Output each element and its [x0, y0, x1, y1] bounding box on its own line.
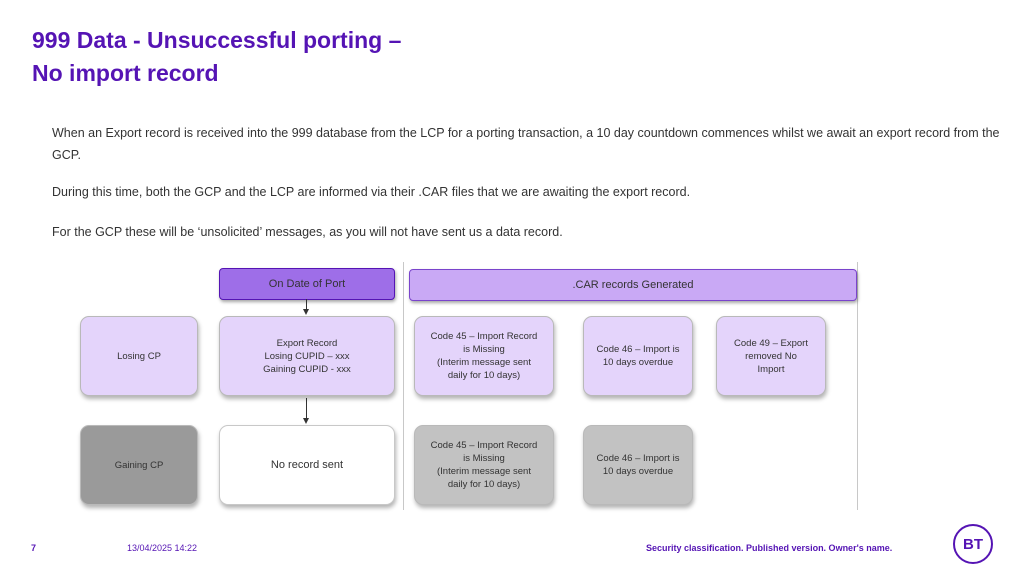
title-line-1: 999 Data - Unsuccessful porting –: [32, 27, 402, 53]
header-on-date-of-port: On Date of Port: [219, 268, 395, 300]
paragraph-unsolicited: For the GCP these will be ‘unsolicited’ …: [52, 225, 563, 239]
arrow-down-to-no-record: [303, 398, 309, 424]
header-car-records-generated: .CAR records Generated: [409, 269, 857, 301]
code-45-losing-box: Code 45 – Import Record is Missing (Inte…: [414, 316, 554, 396]
export-record-label: Export Record Losing CUPID – xxx Gaining…: [263, 337, 351, 375]
code-45-losing-label: Code 45 – Import Record is Missing (Inte…: [430, 331, 538, 381]
divider-left: [403, 262, 404, 510]
bt-logo-icon: BT: [953, 524, 993, 564]
code-46-gaining-label: Code 46 – Import is 10 days overdue: [596, 453, 680, 477]
paragraph-export-countdown: When an Export record is received into t…: [52, 126, 1000, 162]
arrow-down-to-export: [303, 299, 309, 315]
code-46-losing-box: Code 46 – Import is 10 days overdue: [583, 316, 693, 396]
page-number: 7: [31, 543, 37, 553]
code-46-gaining-box: Code 46 – Import is 10 days overdue: [583, 425, 693, 505]
code-45-gaining-box: Code 45 – Import Record is Missing (Inte…: [414, 425, 554, 505]
gaining-cp-label: Gaining CP: [114, 459, 164, 471]
footer-date: 13/04/2025 14:22: [127, 543, 198, 553]
security-classification: Security classification. Published versi…: [646, 543, 893, 553]
paragraph-car-files: During this time, both the GCP and the L…: [52, 185, 691, 199]
export-record-box: Export Record Losing CUPID – xxx Gaining…: [219, 316, 395, 396]
no-record-sent-label: No record sent: [270, 458, 344, 471]
code-49-label: Code 49 – Export removed No Import: [734, 337, 808, 375]
bt-logo-text: BT: [963, 535, 983, 553]
losing-cp-label: Losing CP: [117, 350, 161, 362]
no-record-sent-box: No record sent: [219, 425, 395, 505]
code-45-gaining-label: Code 45 – Import Record is Missing (Inte…: [430, 440, 538, 490]
losing-cp-box: Losing CP: [80, 316, 198, 396]
divider-right: [857, 262, 858, 510]
gaining-cp-box: Gaining CP: [80, 425, 198, 505]
code-46-losing-label: Code 46 – Import is 10 days overdue: [596, 344, 680, 368]
code-49-box: Code 49 – Export removed No Import: [716, 316, 826, 396]
title-line-2: No import record: [32, 60, 219, 86]
slide-title: 999 Data - Unsuccessful porting – No imp…: [32, 24, 401, 90]
